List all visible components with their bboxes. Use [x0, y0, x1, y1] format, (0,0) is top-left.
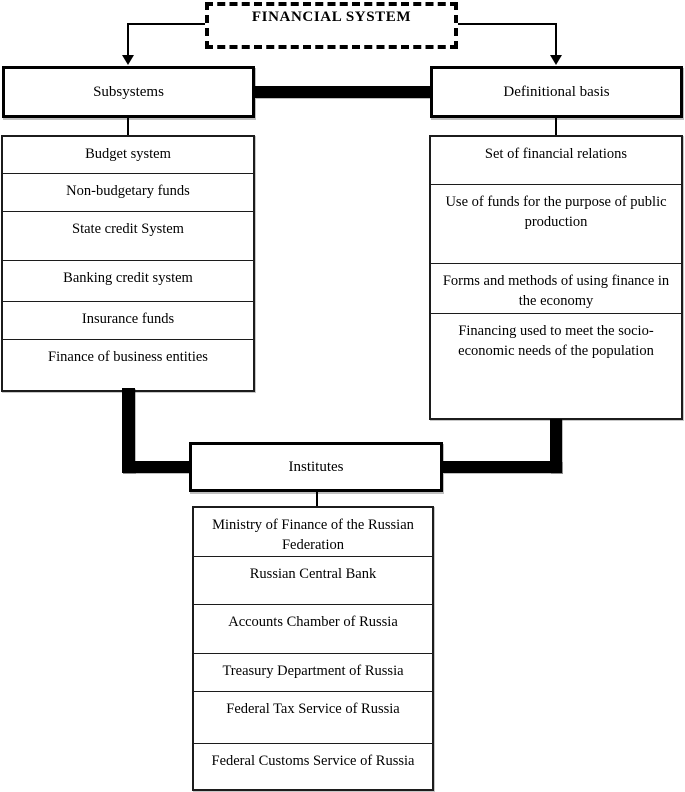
institutes-item: Treasury Department of Russia — [194, 654, 432, 692]
definitional-basis-item-label: Financing used to meet the socio-economi… — [458, 323, 654, 359]
subsystems-header-box: Subsystems — [2, 66, 255, 118]
definitional-basis-item-label: Forms and methods of using finance in th… — [442, 273, 670, 309]
definitional-basis-header-label: Definitional basis — [503, 83, 610, 100]
connector-subsystems-to-list — [127, 117, 129, 136]
connector-subsystems-institutes-horizontal — [122, 461, 189, 473]
subsystems-item: State credit System — [3, 212, 253, 261]
arrow-down-icon — [550, 55, 562, 65]
financial-system-title-box: FINANCIAL SYSTEM — [205, 2, 458, 49]
connector-definitional-institutes-horizontal — [443, 461, 562, 473]
subsystems-item: Insurance funds — [3, 302, 253, 340]
institutes-item: Federal Tax Service of Russia — [194, 692, 432, 744]
definitional-basis-item: Use of funds for the purpose of public p… — [431, 185, 681, 264]
diagram-title: FINANCIAL SYSTEM — [251, 9, 412, 25]
connector-title-to-definitional-horizontal — [458, 23, 557, 25]
definitional-basis-list: Set of financial relations Use of funds … — [429, 135, 683, 420]
subsystems-item-label: Finance of business entities — [48, 349, 208, 365]
subsystems-item: Banking credit system — [3, 261, 253, 302]
institutes-item-label: Federal Customs Service of Russia — [211, 753, 415, 769]
connector-subsystems-institutes-vertical — [122, 388, 135, 473]
definitional-basis-item: Forms and methods of using finance in th… — [431, 264, 681, 314]
institutes-item-label: Federal Tax Service of Russia — [226, 701, 400, 717]
connector-title-to-definitional-vertical — [555, 23, 557, 57]
institutes-header-box: Institutes — [189, 442, 443, 492]
subsystems-item-label: Banking credit system — [63, 270, 193, 286]
subsystems-item: Non-budgetary funds — [3, 174, 253, 212]
subsystems-item: Budget system — [3, 137, 253, 174]
institutes-item: Federal Customs Service of Russia — [194, 744, 432, 789]
connector-title-to-subsystems-vertical — [127, 23, 129, 57]
institutes-item: Ministry of Finance of the Russian Feder… — [194, 508, 432, 557]
institutes-list: Ministry of Finance of the Russian Feder… — [192, 506, 434, 791]
institutes-item-label: Ministry of Finance of the Russian Feder… — [212, 517, 414, 553]
institutes-item-label: Russian Central Bank — [249, 566, 377, 582]
subsystems-list: Budget system Non-budgetary funds State … — [1, 135, 255, 392]
definitional-basis-item-label: Use of funds for the purpose of public p… — [445, 194, 667, 230]
subsystems-item-label: State credit System — [72, 221, 184, 237]
definitional-basis-item: Set of financial relations — [431, 137, 681, 185]
connector-definitional-to-list — [555, 117, 557, 136]
institutes-header-label: Institutes — [288, 458, 344, 475]
connector-definitional-institutes-vertical — [550, 419, 562, 473]
institutes-item-label: Accounts Chamber of Russia — [228, 614, 398, 630]
definitional-basis-header-box: Definitional basis — [430, 66, 683, 118]
subsystems-item-label: Budget system — [85, 146, 171, 162]
connector-institutes-to-list — [316, 491, 318, 507]
definitional-basis-item-label: Set of financial relations — [484, 146, 628, 162]
arrow-down-icon — [122, 55, 134, 65]
connector-subsystems-definitional-bar — [255, 86, 430, 98]
subsystems-item: Finance of business entities — [3, 340, 253, 390]
subsystems-item-label: Non-budgetary funds — [66, 183, 190, 199]
institutes-item: Accounts Chamber of Russia — [194, 605, 432, 654]
subsystems-item-label: Insurance funds — [81, 311, 175, 327]
institutes-item: Russian Central Bank — [194, 557, 432, 605]
subsystems-header-label: Subsystems — [93, 83, 164, 100]
institutes-item-label: Treasury Department of Russia — [222, 663, 404, 679]
definitional-basis-item: Financing used to meet the socio-economi… — [431, 314, 681, 418]
connector-title-to-subsystems-horizontal — [127, 23, 206, 25]
